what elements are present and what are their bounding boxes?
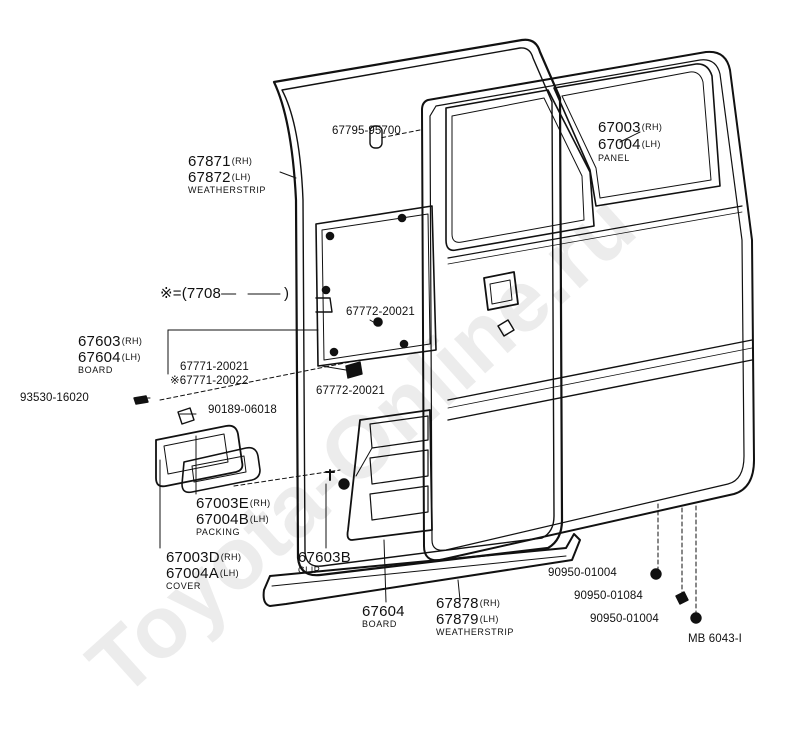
board-upper-rh-tag: (RH) <box>121 336 143 346</box>
label-67795-95700: 67795-95700 <box>332 125 401 137</box>
label-90950-01084: 90950-01084 <box>574 590 643 602</box>
panel-rh-tag: (RH) <box>641 122 663 132</box>
label-93530-16020: 93530-16020 <box>20 392 89 404</box>
packing-rh-tag: (RH) <box>249 498 271 508</box>
door-panel-shape <box>421 50 755 562</box>
weatherstrip-lower-lh-tag: (LH) <box>479 614 499 624</box>
label-67772-20021-lower: 67772-20021 <box>316 385 385 397</box>
packing-lh-number: 67004B <box>196 511 249 528</box>
label-board-upper-lh: 67604(LH) <box>78 350 141 365</box>
label-67771-20021: 67771-20021 <box>180 361 249 373</box>
label-ref-note: ※=(7708— <box>160 285 237 302</box>
label-weatherstrip-lower-rh: 67878(RH) <box>436 596 500 611</box>
label-weatherstrip-lower-lh: 67879(LH) <box>436 612 499 627</box>
cover-lh-number: 67004A <box>166 565 219 582</box>
leader-lines <box>139 129 697 615</box>
diagram-code: MB 6043-I <box>688 633 742 645</box>
label-panel-rh: 67003(RH) <box>598 120 662 135</box>
weatherstrip-upper-lh-tag: (LH) <box>231 172 251 182</box>
board-upper-lh-number: 67604 <box>78 349 121 366</box>
cover-rh-number: 67003D <box>166 549 220 566</box>
label-panel-name: PANEL <box>598 153 630 163</box>
weatherstrip-lower-rh-number: 67878 <box>436 595 479 612</box>
handle-cover-shape <box>155 424 244 488</box>
weatherstrip-upper-rh-number: 67871 <box>188 153 231 170</box>
weatherstrip-lower-shape <box>262 533 581 607</box>
label-cover-name: COVER <box>166 581 202 591</box>
label-board-upper-rh: 67603(RH) <box>78 334 142 349</box>
label-clip-name: CLIP <box>298 565 321 575</box>
packing-rh-number: 67003E <box>196 495 249 512</box>
weatherstrip-upper-lh-number: 67872 <box>188 169 231 186</box>
board-upper-lh-tag: (LH) <box>121 352 141 362</box>
label-cover-rh: 67003D(RH) <box>166 550 241 565</box>
small-parts <box>133 125 702 624</box>
cover-lh-tag: (LH) <box>219 568 240 578</box>
label-90189-06018: 90189-06018 <box>208 404 277 416</box>
packing-lh-tag: (LH) <box>249 514 270 524</box>
label-weatherstrip-upper-name: WEATHERSTRIP <box>188 185 267 195</box>
weatherstrip-upper-shape <box>272 38 564 577</box>
panel-lh-number: 67004 <box>598 136 641 153</box>
label-90950-01004-b: 90950-01004 <box>590 613 659 625</box>
panel-rh-number: 67003 <box>598 119 641 136</box>
label-clip-number: 67603B <box>298 549 351 566</box>
label-90950-01004-a: 90950-01004 <box>548 567 617 579</box>
label-67771-20022: ※67771-20022 <box>170 375 249 387</box>
board-upper-rh-number: 67603 <box>78 333 121 350</box>
label-packing-rh: 67003E(RH) <box>196 496 271 511</box>
label-cover-lh: 67004A(LH) <box>166 566 239 581</box>
label-packing-lh: 67004B(LH) <box>196 512 269 527</box>
label-ref-note-close: ) <box>284 285 290 302</box>
label-weatherstrip-lower-name: WEATHERSTRIP <box>436 627 515 637</box>
label-weatherstrip-upper-rh: 67871(RH) <box>188 154 252 169</box>
cover-rh-tag: (RH) <box>220 552 242 562</box>
label-67772-20021-upper: 67772-20021 <box>346 306 415 318</box>
label-packing-name: PACKING <box>196 527 241 537</box>
weatherstrip-lower-rh-tag: (RH) <box>479 598 501 608</box>
board-lower-shape <box>346 409 433 541</box>
door-inner-panel-shape <box>315 205 437 367</box>
packing-shape <box>181 446 261 494</box>
label-board-upper-name: BOARD <box>78 365 114 375</box>
label-weatherstrip-upper-lh: 67872(LH) <box>188 170 251 185</box>
label-board-lower-name: BOARD <box>362 619 398 629</box>
weatherstrip-lower-lh-number: 67879 <box>436 611 479 628</box>
weatherstrip-upper-rh-tag: (RH) <box>231 156 253 166</box>
label-panel-lh: 67004(LH) <box>598 137 661 152</box>
panel-lh-tag: (LH) <box>641 139 661 149</box>
label-board-lower-number: 67604 <box>362 603 405 620</box>
